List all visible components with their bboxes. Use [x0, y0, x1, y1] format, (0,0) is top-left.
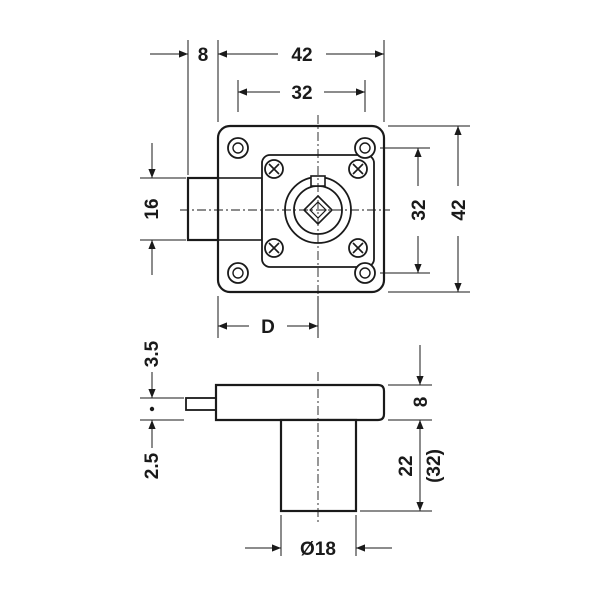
dim-cylinder-length-alt: (32) [424, 449, 445, 483]
dim-cylinder-diameter: Ø18 [300, 539, 336, 560]
dim-overall-height: 42 [449, 199, 470, 220]
dim-screw-spacing-h: 32 [291, 83, 312, 104]
side-view [185, 372, 386, 524]
dim-cylinder-length: 22 [396, 455, 417, 476]
screw-hole-top-left [227, 137, 249, 159]
dim-bolt-height: 16 [142, 198, 163, 219]
dim-bolt-bottom-gap: 2.5 [142, 452, 163, 479]
top-view [180, 115, 390, 320]
dim-overall-width: 42 [291, 45, 312, 66]
bolt-tip [185, 397, 217, 411]
dim-screw-spacing-v: 32 [409, 199, 430, 220]
screw-hole-top-right [354, 137, 376, 159]
screw-hole-bottom-left [227, 262, 249, 284]
flange [214, 383, 386, 422]
cross-screw-top-left [264, 159, 284, 179]
cross-screw-bottom-right [348, 238, 368, 258]
bolt [186, 176, 220, 242]
cross-screw-bottom-left [264, 238, 284, 258]
side-view-dimensions: 3.5 2.5 8 22 (32) Ø18 [140, 340, 445, 560]
dim-bolt-offset: 8 [198, 45, 209, 66]
cross-screw-top-right [348, 159, 368, 179]
dim-bolt-top-gap: 3.5 [142, 340, 163, 367]
top-view-dimensions: 8 42 32 16 32 42 D [140, 40, 470, 338]
screw-hole-bottom-right [354, 262, 376, 284]
cylinder-body [279, 418, 358, 513]
dim-flange-thickness: 8 [411, 397, 432, 408]
dim-backset: D [261, 317, 275, 338]
